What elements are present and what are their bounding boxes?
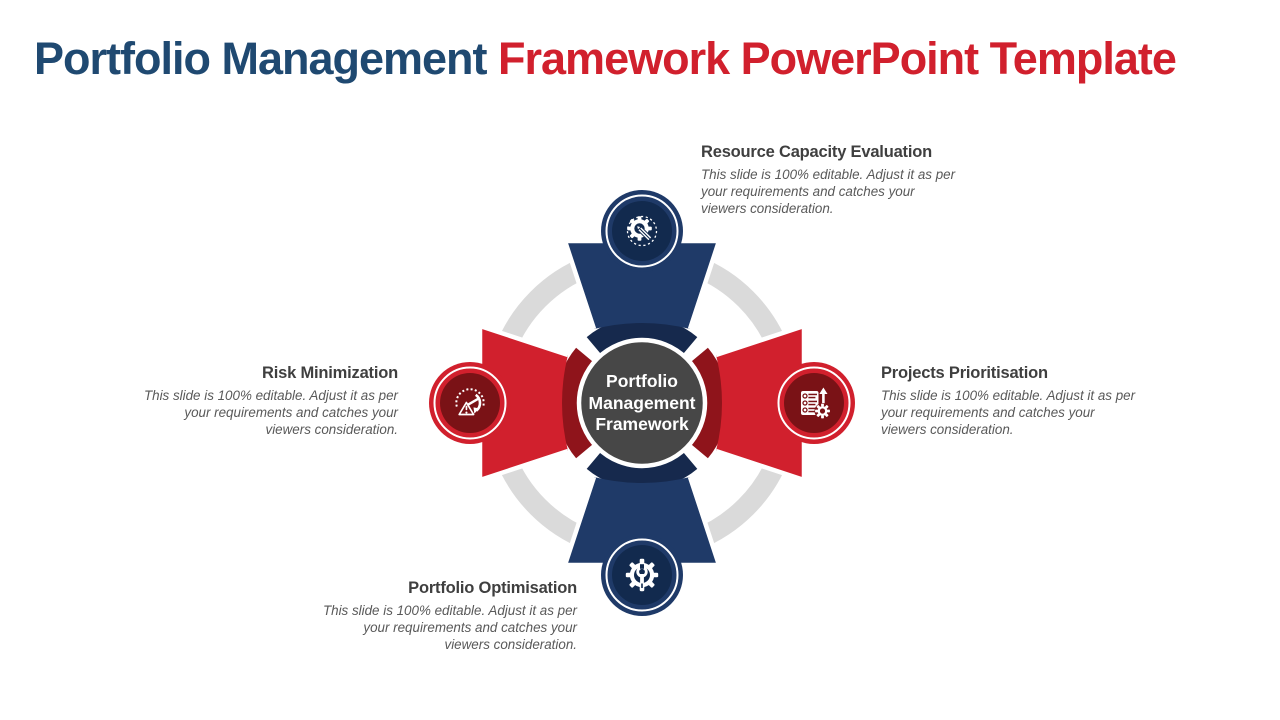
node-body-bottom: This slide is 100% editable. Adjust it a… — [322, 603, 577, 652]
node-heading-bottom: Portfolio Optimisation — [408, 579, 577, 597]
checklist-gear-icon — [801, 387, 831, 419]
center-circle — [576, 337, 708, 469]
node-block-left: Risk Minimization This slide is 100% edi… — [134, 364, 398, 438]
gear-wrench-icon — [625, 558, 659, 592]
node-heading-left: Risk Minimization — [262, 364, 398, 382]
node-block-right: Projects Prioritisation This slide is 10… — [881, 364, 1145, 438]
gear-pencil-icon — [626, 215, 658, 247]
center-label: Portfolio Management Framework — [588, 371, 696, 434]
slide-title: Portfolio Management Framework PowerPoin… — [34, 33, 1177, 85]
node-body-right: This slide is 100% editable. Adjust it a… — [881, 388, 1136, 437]
node-heading-top: Resource Capacity Evaluation — [701, 143, 932, 161]
node-body-top: This slide is 100% editable. Adjust it a… — [701, 167, 956, 216]
node-body-left: This slide is 100% editable. Adjust it a… — [143, 388, 398, 437]
node-block-bottom: Portfolio Optimisation This slide is 100… — [313, 579, 577, 653]
slide-title-secondary: Framework PowerPoint Template — [498, 33, 1177, 84]
slide-title-primary: Portfolio Management — [34, 33, 499, 84]
framework-diagram — [429, 190, 855, 616]
node-block-top: Resource Capacity Evaluation This slide … — [701, 143, 965, 217]
node-heading-right: Projects Prioritisation — [881, 364, 1048, 382]
gauge-warning-icon — [455, 388, 485, 416]
